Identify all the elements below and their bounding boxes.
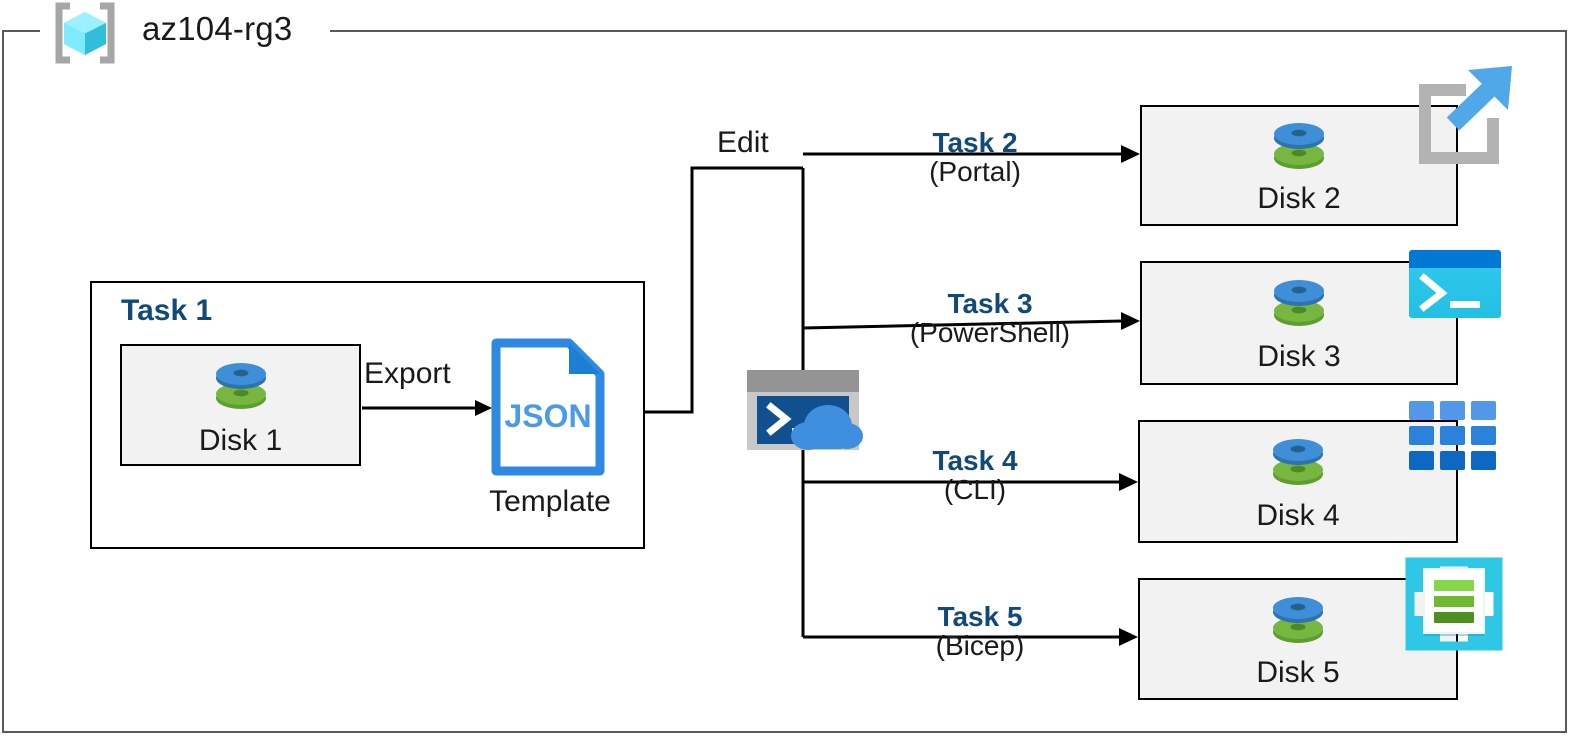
disk3-box[interactable]: Disk 3 (1140, 261, 1458, 385)
disk3-label: Disk 3 (1257, 340, 1341, 373)
task3-method-text: (PowerShell) (909, 317, 1071, 349)
task3-branch-label: Task 3 (PowerShell) (855, 289, 1125, 347)
task4-branch-label: Task 4 (CLI) (855, 446, 1095, 504)
bicep-file-icon[interactable] (1405, 557, 1503, 651)
task3-task-text: Task 3 (947, 288, 1033, 319)
disk4-label: Disk 4 (1256, 499, 1340, 532)
powershell-icon[interactable] (1409, 250, 1501, 318)
managed-disk-icon (1269, 592, 1327, 654)
task5-task-text: Task 5 (937, 601, 1023, 632)
task1-label: Task 1 (121, 294, 213, 327)
managed-disk-icon (1270, 275, 1328, 337)
task4-task-text: Task 4 (932, 445, 1018, 476)
azure-portal-icon[interactable] (1409, 62, 1519, 167)
resource-group-boundary (2, 30, 1567, 733)
disk1-label: Disk 1 (198, 424, 283, 457)
template-label: Template (489, 485, 611, 518)
task5-branch-label: Task 5 (Bicep) (855, 602, 1105, 660)
task5-method-text: (Bicep) (935, 630, 1025, 662)
disk5-label: Disk 5 (1256, 656, 1340, 689)
json-file-type-text: JSON (504, 398, 591, 434)
disk5-box[interactable]: Disk 5 (1138, 578, 1458, 700)
task2-branch-label: Task 2 (Portal) (855, 128, 1095, 186)
disk4-box[interactable]: Disk 4 (1138, 420, 1458, 543)
disk2-label: Disk 2 (1257, 182, 1341, 215)
task2-method-text: (Portal) (929, 156, 1021, 188)
task4-method-text: (CLI) (943, 474, 1007, 506)
azure-cloud-shell-icon[interactable] (744, 366, 866, 454)
json-file-icon[interactable]: JSON (489, 337, 607, 477)
edit-label: Edit (717, 126, 769, 159)
managed-disk-icon (1269, 434, 1327, 496)
task2-task-text: Task 2 (932, 127, 1018, 158)
azure-resource-group-cube-icon (50, 2, 120, 64)
managed-disk-icon (212, 358, 270, 420)
disk2-box[interactable]: Disk 2 (1140, 105, 1458, 226)
resource-group-name: az104-rg3 (142, 10, 293, 47)
disk1-box[interactable]: Disk 1 (120, 344, 361, 466)
task1-group-box (90, 281, 645, 549)
export-label: Export (364, 357, 451, 390)
azure-cli-grid-icon[interactable] (1409, 401, 1497, 471)
managed-disk-icon (1270, 118, 1328, 180)
